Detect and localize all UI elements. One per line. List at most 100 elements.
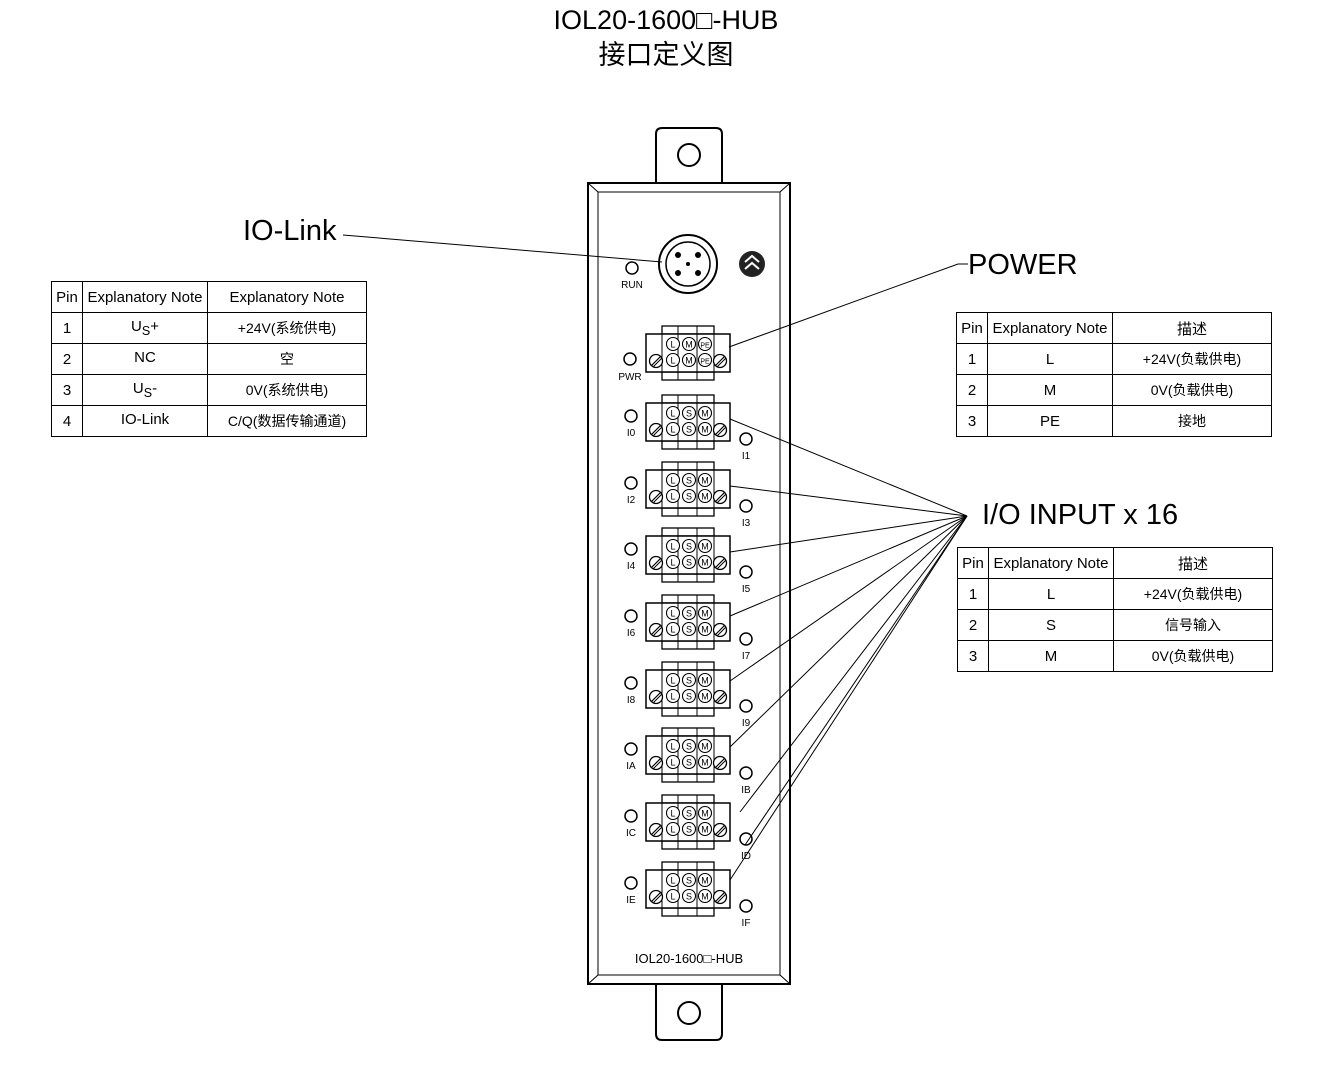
io-leader-line-3 bbox=[729, 515, 968, 553]
input-led-ia bbox=[624, 742, 638, 756]
input-led-label: I2 bbox=[627, 495, 636, 506]
terminal-pin-label: L bbox=[670, 809, 675, 819]
table-row: 1 L +24V(负载供电) bbox=[956, 343, 1272, 375]
table-row: 1 L +24V(负载供电) bbox=[957, 578, 1273, 610]
terminal-pin-label: S bbox=[686, 609, 692, 619]
pin-signal: M bbox=[988, 640, 1114, 672]
io-input-leader-lines bbox=[729, 418, 968, 881]
input-led-label: IB bbox=[741, 785, 751, 796]
input-led-label: I7 bbox=[742, 651, 751, 662]
input-led-ie bbox=[624, 876, 638, 890]
input-led-i8 bbox=[624, 676, 638, 690]
input-led-label: I6 bbox=[627, 628, 636, 639]
pin-signal: M bbox=[987, 374, 1113, 406]
header-pin: Pin bbox=[51, 281, 83, 313]
terminal-pin-label: M bbox=[701, 825, 709, 835]
terminal-pin-label: S bbox=[686, 558, 692, 568]
terminal-pin-label: S bbox=[686, 809, 692, 819]
input-led-i4 bbox=[624, 542, 638, 556]
table-row: 2 M 0V(负载供电) bbox=[956, 374, 1272, 406]
iolink-leader-line bbox=[342, 234, 663, 263]
terminal-pin-label: S bbox=[686, 876, 692, 886]
terminal-pin-label: M bbox=[701, 676, 709, 686]
brand-logo bbox=[739, 251, 765, 277]
header-desc: 描述 bbox=[1113, 547, 1273, 579]
pin-signal: L bbox=[987, 343, 1113, 375]
terminal-pin-label: M bbox=[685, 340, 693, 350]
input-led-label: I0 bbox=[627, 428, 636, 439]
terminal-pin-label: L bbox=[670, 758, 675, 768]
terminal-pin-label: M bbox=[701, 492, 709, 502]
input-led-i2 bbox=[624, 476, 638, 490]
pin-description: 空 bbox=[207, 343, 367, 375]
table-row: 2 S 信号输入 bbox=[957, 609, 1273, 641]
terminal-pin-label: L bbox=[670, 742, 675, 752]
input-led-ic bbox=[624, 809, 638, 823]
pin-number: 2 bbox=[51, 343, 83, 375]
input-led-label: IF bbox=[742, 918, 751, 929]
header-note: Explanatory Note bbox=[82, 281, 208, 313]
input-led-label: IC bbox=[626, 828, 636, 839]
pin-signal: PE bbox=[987, 405, 1113, 437]
pin-number: 2 bbox=[956, 374, 988, 406]
device-model-label: IOL20-1600□-HUB bbox=[635, 951, 743, 966]
header-desc: Explanatory Note bbox=[207, 281, 367, 313]
input-led-ib bbox=[739, 766, 753, 780]
pin-description: +24V(负载供电) bbox=[1112, 343, 1272, 375]
io-leader-line-6 bbox=[729, 515, 968, 748]
terminal-pin-label: PE bbox=[700, 359, 710, 366]
bottom-mounting-tab bbox=[655, 984, 723, 1041]
table-row: 1 US+ +24V(系统供电) bbox=[51, 312, 367, 344]
table-row: 3 PE 接地 bbox=[956, 405, 1272, 437]
header-pin: Pin bbox=[956, 312, 988, 344]
power-leader-line bbox=[728, 263, 968, 348]
input-led-i1 bbox=[739, 432, 753, 446]
header-desc: 描述 bbox=[1112, 312, 1272, 344]
io-leader-line-5 bbox=[729, 515, 968, 682]
pin-signal: S bbox=[988, 609, 1114, 641]
input-led-label: IE bbox=[626, 895, 636, 906]
power-pin-table: Pin Explanatory Note 描述 1 L +24V(负载供电) 2… bbox=[956, 312, 1272, 437]
input-led-i0 bbox=[624, 409, 638, 423]
terminal-pin-label: S bbox=[686, 542, 692, 552]
input-led-i7 bbox=[739, 632, 753, 646]
pin-description: 0V(负载供电) bbox=[1112, 374, 1272, 406]
pin-signal: NC bbox=[82, 343, 208, 375]
terminal-pin-label: L bbox=[670, 476, 675, 486]
pin-number: 3 bbox=[51, 374, 83, 406]
terminal-pin-label: M bbox=[701, 692, 709, 702]
io-leader-line-7 bbox=[739, 515, 968, 813]
terminal-pin-label: L bbox=[670, 558, 675, 568]
terminal-pin-label: L bbox=[670, 542, 675, 552]
pwr-led-label: PWR bbox=[618, 372, 641, 383]
input-led-label: I5 bbox=[742, 584, 751, 595]
terminal-pin-label: S bbox=[686, 742, 692, 752]
pin-number: 3 bbox=[956, 405, 988, 437]
input-led-label: I1 bbox=[742, 451, 751, 462]
terminal-pin-label: S bbox=[686, 492, 692, 502]
io-leader-line-8 bbox=[744, 515, 968, 846]
terminal-pin-label: L bbox=[670, 425, 675, 435]
terminal-pin-label: S bbox=[686, 892, 692, 902]
iolink-pin-table: Pin Explanatory Note Explanatory Note 1 … bbox=[51, 281, 367, 437]
terminal-pin-label: L bbox=[670, 340, 675, 350]
pin-number: 1 bbox=[957, 578, 989, 610]
terminal-pin-label: PE bbox=[700, 343, 710, 350]
title-subtitle: 接口定义图 bbox=[598, 40, 734, 70]
terminal-pin-label: L bbox=[670, 409, 675, 419]
pin-signal: US- bbox=[82, 374, 208, 406]
terminal-pin-label: S bbox=[686, 625, 692, 635]
terminal-pin-label: M bbox=[701, 425, 709, 435]
input-led-i3 bbox=[739, 499, 753, 513]
input-led-i5 bbox=[739, 565, 753, 579]
pin-description: 0V(负载供电) bbox=[1113, 640, 1273, 672]
terminal-pin-label: S bbox=[686, 692, 692, 702]
terminal-pin-label: M bbox=[701, 558, 709, 568]
input-led-label: I9 bbox=[742, 718, 751, 729]
pin-signal: L bbox=[988, 578, 1114, 610]
terminal-pin-label: S bbox=[686, 409, 692, 419]
